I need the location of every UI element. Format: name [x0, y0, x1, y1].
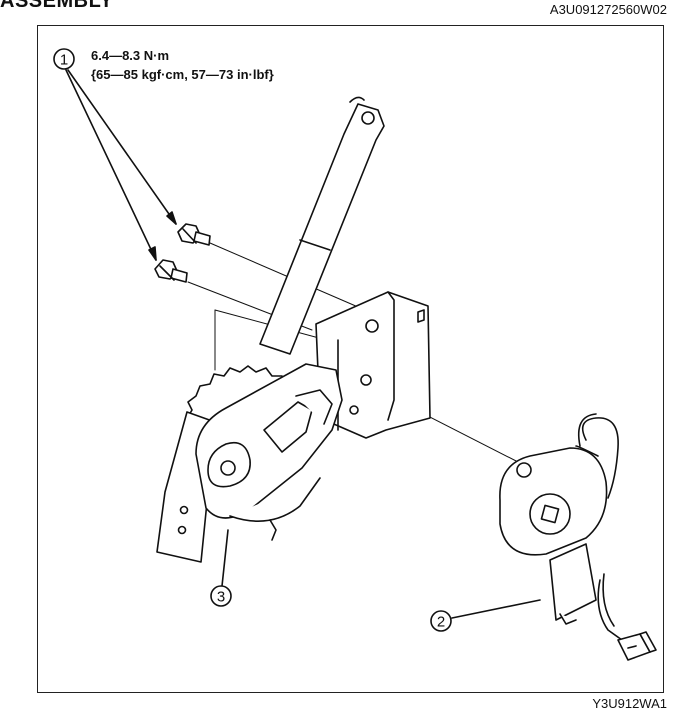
- bolt-upper: [177, 223, 211, 246]
- callout-2-label: 2: [437, 614, 445, 631]
- callout-3-label: 3: [217, 589, 225, 606]
- diagram-frame: [37, 25, 664, 693]
- window-motor: [499, 445, 608, 625]
- callout-2: 2: [430, 599, 541, 632]
- bolt-lower: [154, 259, 188, 283]
- regulator-body: [195, 363, 343, 541]
- regulator-arm: [259, 96, 385, 355]
- harness-connector: [617, 631, 657, 661]
- section-title: ASSEMBLY: [0, 0, 114, 12]
- figure-code-top: A3U091272560W02: [549, 2, 667, 17]
- motor-harness: [577, 413, 623, 641]
- callout-3: 3: [210, 529, 232, 607]
- torque-spec: 6.4—8.3 N·m {65—85 kgf·cm, 57—73 in·lbf}: [91, 46, 274, 84]
- torque-spec-alt-units: {65—85 kgf·cm, 57—73 in·lbf}: [91, 67, 274, 82]
- torque-spec-nm: 6.4—8.3 N·m: [91, 48, 170, 63]
- figure-code-bottom: Y3U912WA1: [592, 696, 667, 711]
- callout-1: 1: [53, 48, 177, 261]
- callout-1-label: 1: [60, 52, 68, 69]
